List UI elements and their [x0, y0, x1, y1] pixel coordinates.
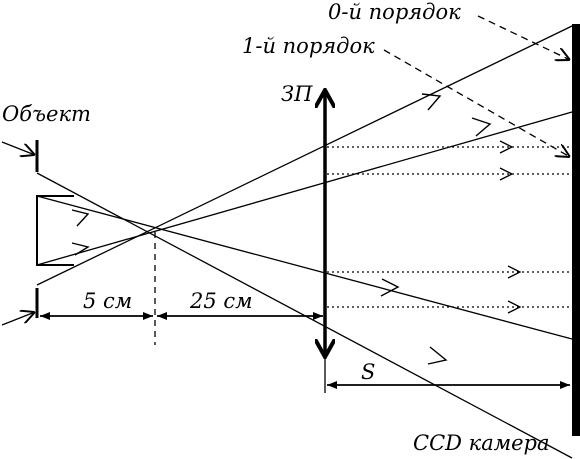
dist-s-label: S: [361, 360, 375, 384]
dist-5cm-label: 5 см: [83, 289, 132, 313]
ray-arrow-5: [380, 278, 400, 297]
beam-arrow-3: [507, 265, 522, 279]
ray-arrow-3: [421, 93, 442, 111]
ray-arrow-6: [427, 346, 448, 365]
zone-plate-label: ЗП: [281, 82, 313, 106]
ray-arrow-4: [471, 117, 492, 137]
object-triangle: [36, 195, 74, 266]
zero-order-label: 0-й порядок: [328, 0, 461, 24]
beam-arrow-2: [499, 167, 514, 181]
ray-arrow-2: [71, 242, 90, 256]
incident-ray-bottom: [1, 312, 35, 326]
beam-arrow-4: [507, 300, 522, 314]
object: [35, 140, 74, 318]
zero-order-leader: [477, 15, 570, 60]
parallel-beams: [327, 146, 572, 308]
ccd-camera-plate: [572, 24, 580, 436]
first-order-label: 1-й порядок: [242, 34, 375, 58]
object-label: Объект: [2, 102, 91, 126]
beam-arrow-1: [499, 140, 514, 154]
ray-4: [36, 111, 573, 266]
dist-25cm-label: 25 см: [189, 289, 253, 313]
incident-ray-top: [1, 141, 35, 155]
ray-3: [36, 195, 573, 340]
ray-2: [36, 25, 573, 286]
ray-arrow-1: [71, 209, 90, 227]
ccd-camera-label: CCD камера: [413, 431, 550, 455]
